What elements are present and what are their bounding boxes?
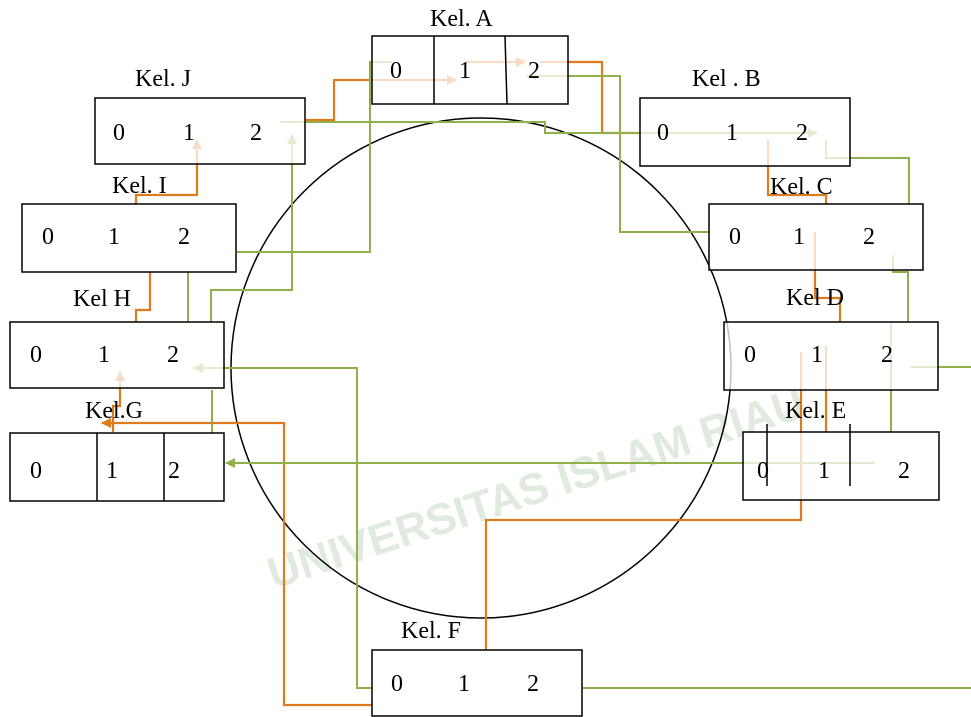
route-b-to-c — [766, 140, 828, 205]
group-a-slot-1: 1 — [459, 58, 471, 84]
route-h-to-i — [134, 272, 152, 322]
group-j-slot-0: 0 — [113, 120, 125, 146]
group-e-title: Kel. E — [785, 398, 846, 424]
group-j-box — [94, 97, 306, 165]
group-e-slot-2: 2 — [898, 458, 910, 484]
group-c-box — [708, 203, 924, 271]
group-f-slot-1: 1 — [458, 671, 470, 697]
group-c: Kel. C 0 1 2 — [708, 174, 924, 271]
group-i-slot-1: 1 — [108, 224, 120, 250]
group-h-slot-1: 1 — [98, 342, 110, 368]
group-h-slot-2: 2 — [167, 342, 179, 368]
watermark: UNIVERSITAS ISLAM RIAU — [262, 379, 811, 599]
group-i-box — [21, 203, 237, 273]
group-f-title: Kel. F — [401, 618, 461, 644]
group-b-slot-1: 1 — [726, 120, 738, 146]
group-a-slot-0: 0 — [390, 58, 402, 84]
group-g-slot-1: 1 — [106, 458, 118, 484]
group-b-slot-2: 2 — [796, 120, 808, 146]
group-i-slot-0: 0 — [42, 224, 54, 250]
group-j: Kel. J 0 1 2 — [94, 66, 306, 165]
group-b-title: Kel . B — [692, 66, 761, 92]
group-h-box — [9, 321, 225, 389]
group-a-slot-2: 2 — [528, 58, 540, 84]
group-b-box — [639, 97, 851, 167]
group-e-slot-0: 0 — [757, 458, 769, 484]
group-g-slot-2: 2 — [168, 458, 180, 484]
route-f-to-g — [101, 418, 372, 707]
route-a2-to-c0 — [526, 75, 710, 233]
group-g-title: Kel.G — [85, 398, 143, 424]
group-h-title: Kel H — [73, 286, 131, 312]
group-g-box — [9, 432, 225, 502]
group-i-title: Kel. I — [112, 173, 167, 199]
group-c-slot-2: 2 — [863, 224, 875, 250]
group-i: Kel. I 0 1 2 — [21, 173, 237, 273]
group-h: Kel H 0 1 2 — [9, 286, 225, 389]
group-b: Kel . B 0 1 2 — [639, 66, 851, 167]
group-a-box — [371, 35, 569, 105]
group-g-slot-0: 0 — [30, 458, 42, 484]
group-d-slot-2: 2 — [881, 342, 893, 368]
group-f-box — [371, 649, 583, 717]
group-f-slot-2: 2 — [527, 671, 539, 697]
group-d: Kel D 0 1 2 — [723, 285, 939, 391]
group-c-slot-0: 0 — [729, 224, 741, 250]
route-g-to-h — [111, 371, 125, 432]
group-d-box — [723, 321, 939, 391]
route-h-to-j2 — [210, 134, 297, 322]
group-a-title: Kel. A — [430, 6, 493, 32]
group-j-title: Kel. J — [135, 66, 191, 92]
group-j-slot-1: 1 — [183, 120, 195, 146]
group-b-slot-0: 0 — [657, 120, 669, 146]
group-c-slot-1: 1 — [793, 224, 805, 250]
group-d-title: Kel D — [786, 285, 844, 311]
group-g: Kel.G 0 1 2 — [9, 398, 225, 502]
group-i-slot-2: 2 — [178, 224, 190, 250]
group-a-divider — [504, 35, 508, 105]
group-f-slot-0: 0 — [391, 671, 403, 697]
route-i-to-j — [134, 139, 202, 204]
group-a: Kel. A 0 1 2 — [371, 6, 569, 105]
group-d-slot-1: 1 — [811, 342, 823, 368]
group-e-slot-1: 1 — [818, 458, 830, 484]
group-c-title: Kel. C — [770, 174, 833, 200]
route-f-to-h2 — [193, 363, 372, 689]
watermark-text: UNIVERSITAS ISLAM RIAU — [262, 379, 811, 599]
group-j-slot-2: 2 — [250, 120, 262, 146]
group-d-slot-0: 0 — [744, 342, 756, 368]
group-h-slot-0: 0 — [30, 342, 42, 368]
group-f: Kel. F 0 1 2 — [371, 618, 583, 717]
group-e-box — [742, 431, 940, 501]
group-e: Kel. E 0 1 2 — [742, 398, 940, 501]
